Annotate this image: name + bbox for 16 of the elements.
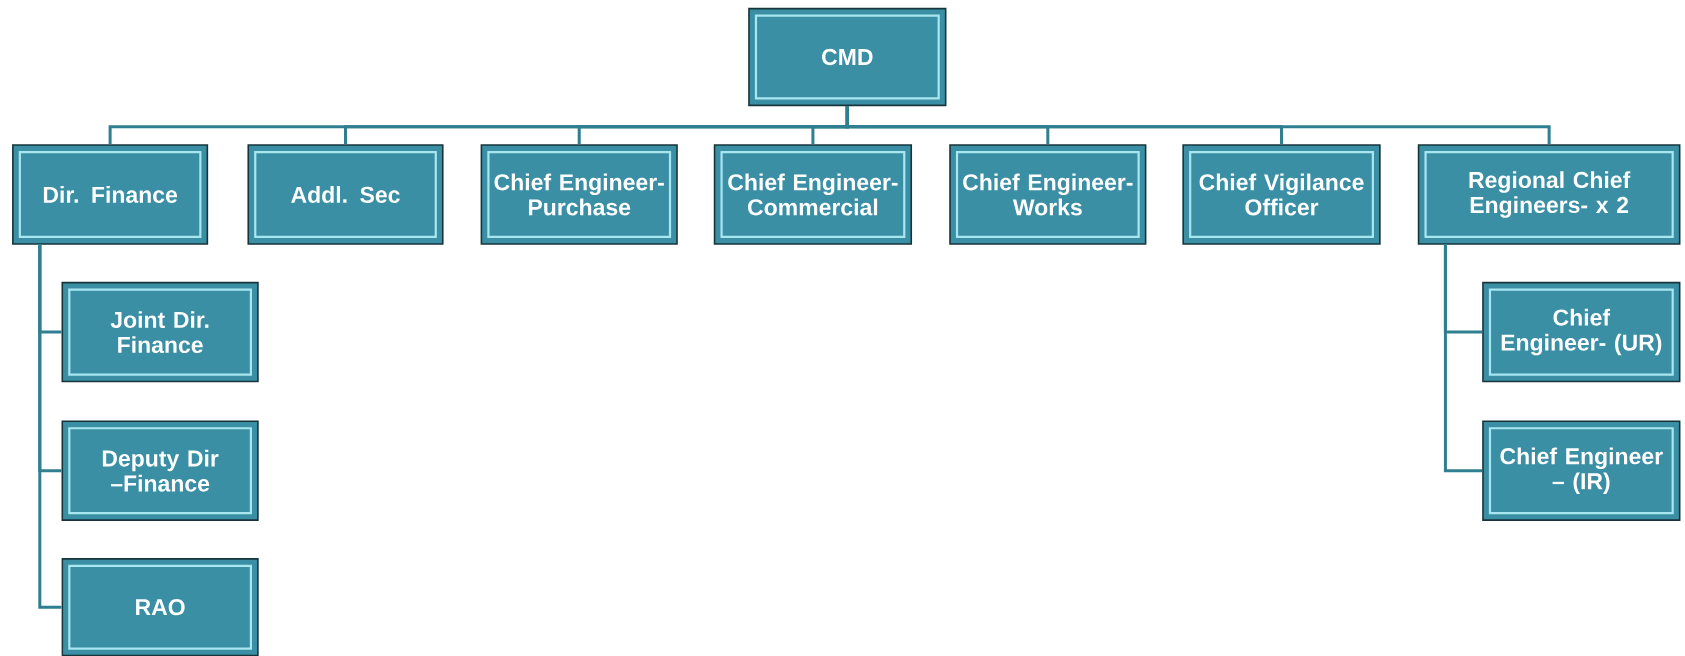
org-box: Deputy Dir –Finance [61, 420, 259, 521]
org-box: Chief Vigilance Officer [1182, 144, 1381, 245]
org-box: CMD [748, 7, 947, 107]
org-box: Dir. Finance [12, 144, 209, 245]
org-box: Chief Engineer- Commercial [713, 144, 913, 245]
org-box: Chief Engineer – (IR) [1482, 420, 1681, 521]
connector-line [38, 243, 62, 609]
org-box: Addl. Sec [247, 144, 444, 245]
connector-line [845, 106, 1551, 145]
org-box: Chief Engineer- Purchase [480, 144, 678, 245]
org-box: Chief Engineer- (UR) [1482, 281, 1681, 383]
org-box: Regional Chief Engineers- x 2 [1417, 144, 1681, 245]
org-box: Chief Engineer- Works [949, 144, 1147, 245]
org-box: RAO [61, 558, 259, 656]
connector-line [1443, 243, 1483, 473]
org-box: Joint Dir. Finance [61, 281, 259, 383]
